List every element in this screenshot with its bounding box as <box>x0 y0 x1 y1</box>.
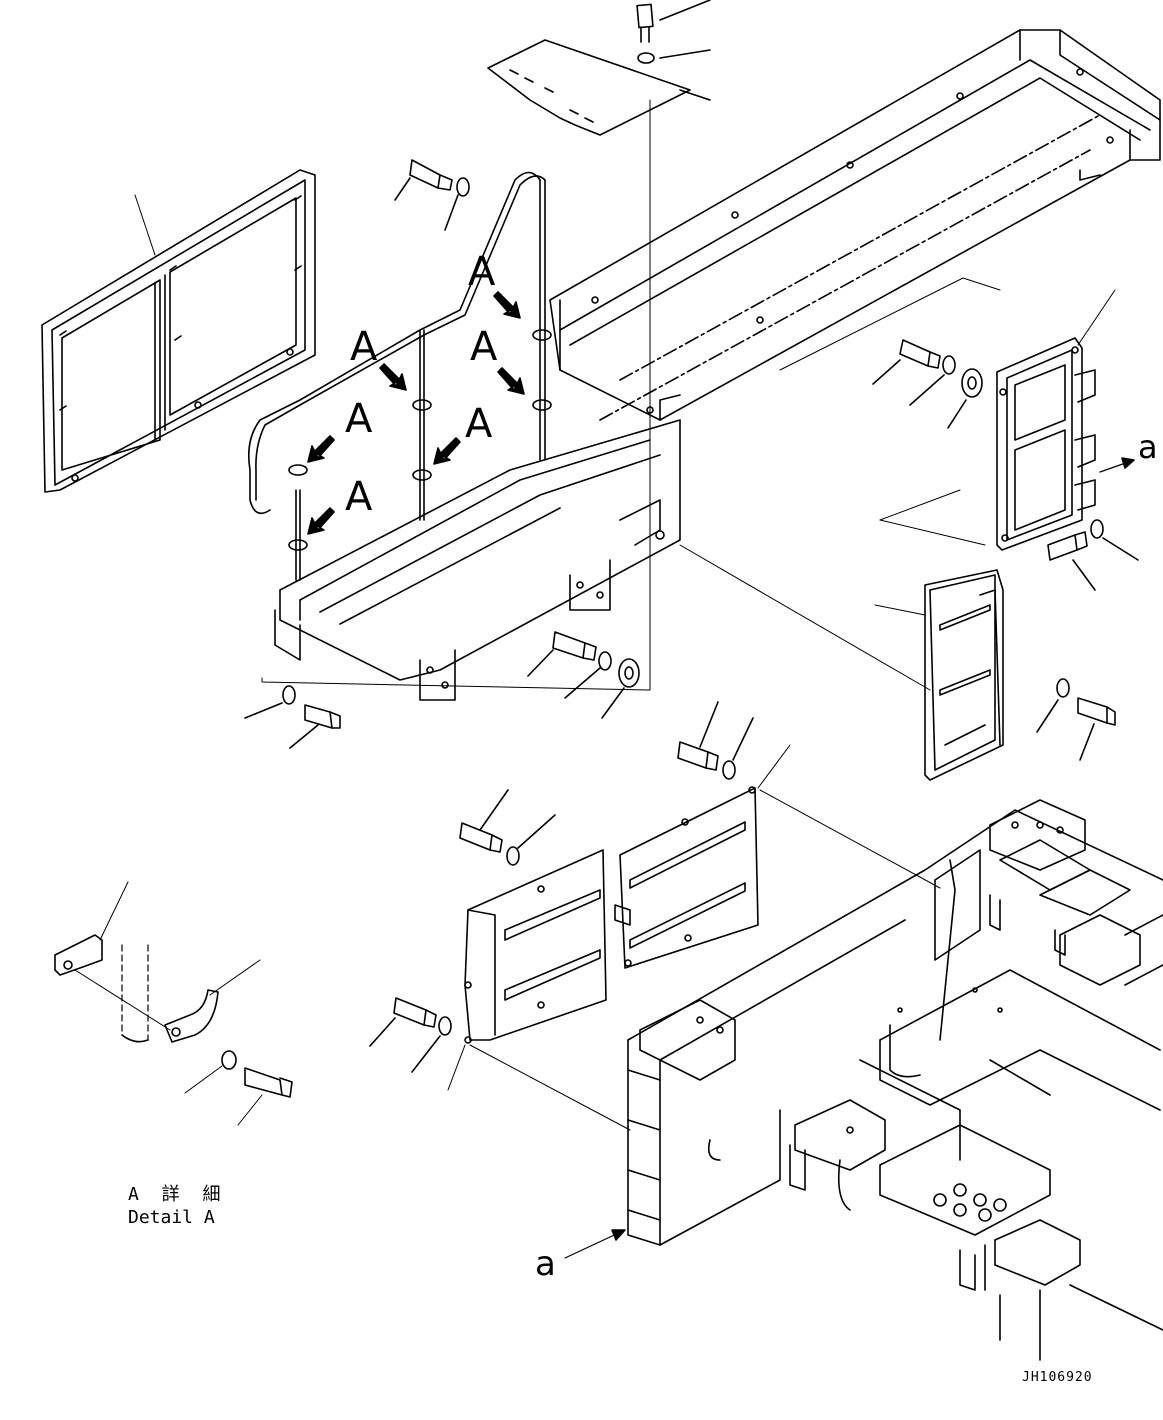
view-arrow-label: a <box>535 1244 556 1284</box>
handrail <box>247 171 552 581</box>
ladder-lower <box>679 489 1139 781</box>
ladder-upper <box>779 277 1116 551</box>
main-frame <box>627 799 1163 1361</box>
detail-a-label: A <box>345 474 373 520</box>
step-platform <box>274 419 681 701</box>
detail-a-labels: A A A A A A <box>345 249 498 520</box>
detail-a-label: A <box>350 324 378 370</box>
detail-caption-japanese: A 詳 細 <box>128 1184 227 1205</box>
side-cover-panels <box>369 701 941 1131</box>
detail-caption-english: Detail A <box>128 1207 215 1228</box>
detail-a-label: A <box>470 324 498 370</box>
frame-rail <box>549 29 1161 421</box>
detail-a-inset <box>54 881 293 1126</box>
drawing-code: JH106920 <box>1022 1370 1093 1385</box>
view-arrow-a-bottom: a <box>535 1229 626 1284</box>
detail-a-label: A <box>345 396 373 442</box>
guard-panel-left <box>41 169 316 493</box>
view-arrow-a-right: a <box>1099 428 1158 473</box>
detail-a-arrows <box>307 291 525 535</box>
detail-a-label: A <box>465 401 493 447</box>
fasteners <box>244 159 651 749</box>
top-cover-plate <box>487 0 711 691</box>
view-arrow-label: a <box>1138 428 1158 466</box>
detail-a-label: A <box>468 249 496 295</box>
